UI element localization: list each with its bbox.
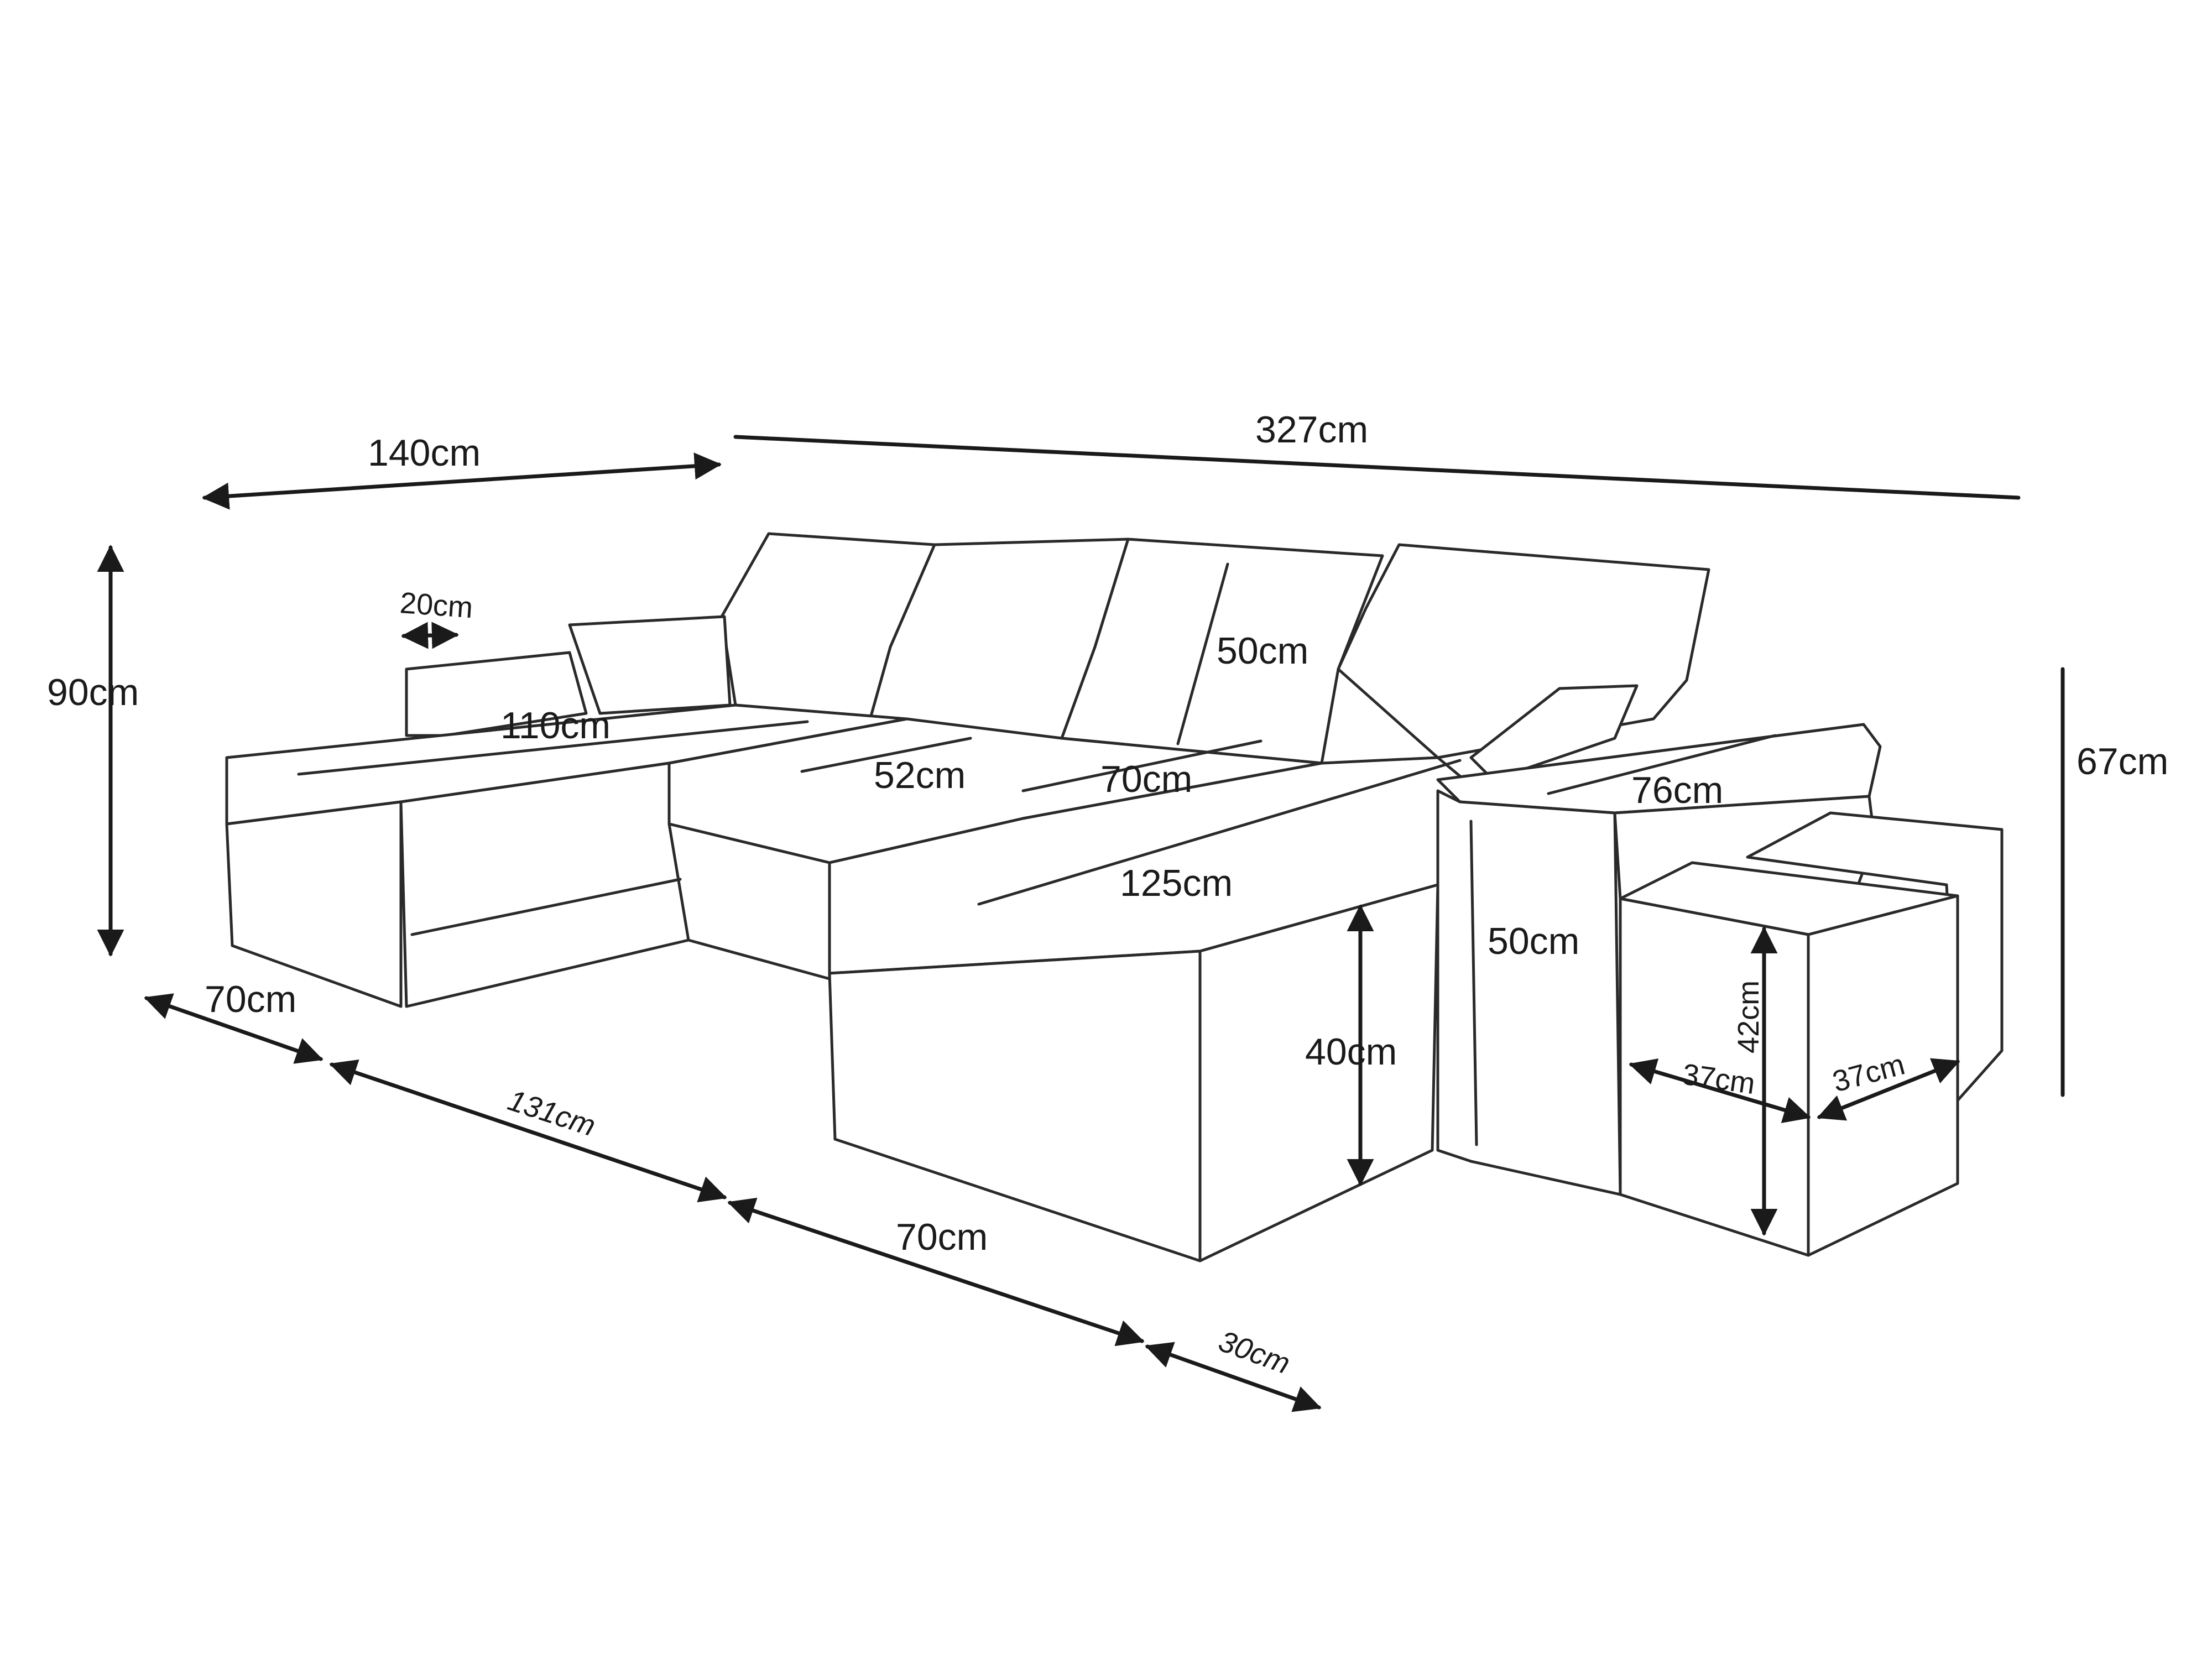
sofa-outline: [225, 532, 2004, 1262]
label-base-right: 70cm: [896, 1216, 988, 1258]
label-right-height: 67cm: [2077, 740, 2168, 782]
dim-327-line: [733, 435, 2021, 500]
dim-base-right-arrow: [727, 1197, 1145, 1347]
right-arm-front: [1436, 789, 1622, 1196]
dim-76-line: [1547, 734, 1777, 795]
dim-base-left-arrow: [144, 993, 324, 1064]
label-base-arm: 30cm: [1214, 1324, 1295, 1381]
label-seat-height: 40cm: [1305, 1031, 1397, 1073]
label-height-total: 90cm: [47, 671, 139, 713]
label-width-left: 140cm: [368, 432, 481, 474]
right-chaise-side: [1198, 883, 1439, 1262]
dim-70-seat-line: [1021, 739, 1262, 792]
left-chaise-trim: [410, 878, 682, 936]
dim-37-depth-arrow: [1629, 1058, 1811, 1123]
label-chaise-length: 125cm: [1120, 862, 1233, 904]
label-right-arm-length: 76cm: [1631, 769, 1723, 811]
right-chaise-front: [828, 950, 1202, 1262]
dim-37-width-arrow: [1817, 1058, 1960, 1121]
dim-50-back-line: [1176, 562, 1229, 745]
dim-base-middle-arrow: [329, 1059, 727, 1203]
dim-125-line: [977, 759, 1462, 906]
label-left-seat-length: 110cm: [500, 705, 611, 747]
dim-52-line: [800, 737, 972, 773]
left-chaise-side: [399, 761, 690, 1008]
label-seat-cushion-width: 52cm: [874, 754, 966, 796]
right-arm-trim: [1469, 820, 1478, 1146]
dim-20-arrow: [401, 622, 459, 649]
label-arm-width: 20cm: [399, 586, 474, 624]
dim-base-arm-arrow: [1145, 1342, 1322, 1412]
left-chaise-front: [225, 800, 403, 1008]
dimension-lines: [97, 435, 2065, 1412]
label-ottoman-height: 42cm: [1732, 980, 1765, 1053]
dim-110-line: [297, 720, 809, 776]
label-seat-depth-mid: 70cm: [1100, 758, 1192, 800]
label-base-left: 70cm: [205, 978, 296, 1020]
label-width-total: 327cm: [1255, 409, 1368, 451]
left-pillow: [568, 615, 732, 715]
label-base-middle: 131cm: [504, 1083, 599, 1142]
dim-140-arrow: [202, 452, 722, 510]
label-arm-height: 50cm: [1488, 920, 1579, 962]
left-arm-stub: [405, 651, 588, 737]
label-back-cushion-height: 50cm: [1217, 630, 1308, 672]
